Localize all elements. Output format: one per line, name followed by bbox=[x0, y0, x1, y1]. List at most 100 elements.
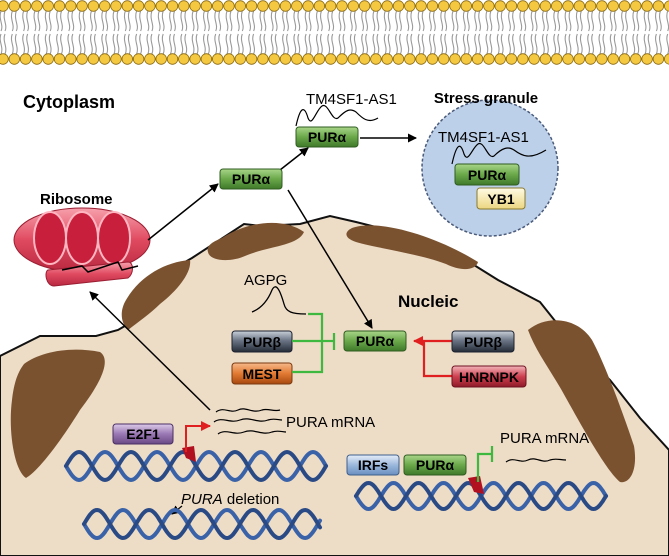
lipid-head bbox=[584, 53, 597, 65]
lipid-head bbox=[19, 53, 32, 65]
lipid-tail bbox=[451, 33, 455, 55]
lipid-head bbox=[336, 53, 348, 65]
lipid-tail bbox=[195, 33, 199, 55]
pura-top-box: PURα bbox=[295, 126, 359, 148]
lipid-tail bbox=[485, 33, 489, 55]
lipid-head bbox=[313, 53, 326, 65]
lipid-tail bbox=[135, 33, 138, 55]
irfs-box: IRFs bbox=[346, 454, 400, 476]
lipid-tail bbox=[519, 33, 523, 55]
lipid-tail bbox=[0, 10, 3, 32]
lipid-head bbox=[155, 53, 167, 65]
lipid-tail bbox=[22, 33, 25, 55]
lipid-tail bbox=[203, 10, 206, 32]
lipid-tail bbox=[229, 10, 233, 32]
lipid-head bbox=[325, 53, 337, 65]
lipid-tail bbox=[214, 10, 218, 32]
ribosome-label: Ribosome bbox=[40, 191, 113, 208]
lipid-tail bbox=[248, 33, 251, 55]
lipid-tail bbox=[60, 10, 63, 32]
lipid-tail bbox=[613, 33, 617, 55]
lipid-tail bbox=[270, 10, 274, 32]
lipid-tail bbox=[225, 33, 229, 55]
lipid-head bbox=[42, 53, 54, 65]
lipid-tail bbox=[591, 33, 594, 55]
lipid-head bbox=[551, 53, 563, 65]
lipid-tail bbox=[252, 10, 255, 32]
lipid-tail bbox=[274, 33, 278, 55]
pura-nucleus-label: PURα bbox=[356, 333, 395, 349]
lipid-tail bbox=[135, 10, 138, 32]
lipid-head bbox=[573, 53, 586, 65]
lipid-tail bbox=[90, 33, 93, 55]
lipid-tail bbox=[508, 33, 511, 55]
lipid-tail bbox=[519, 10, 523, 32]
lipid-head bbox=[584, 0, 597, 12]
lipid-head bbox=[517, 0, 529, 12]
lipid-tail bbox=[598, 33, 602, 55]
lipid-tail bbox=[546, 33, 549, 55]
lipid-head bbox=[257, 53, 269, 65]
lipid-tail bbox=[462, 33, 466, 55]
pura-deletion-word: deletion bbox=[223, 491, 280, 508]
lipid-tail bbox=[542, 33, 545, 55]
lipid-tail bbox=[297, 10, 301, 32]
lipid-tail bbox=[659, 10, 662, 32]
lipid-tail bbox=[263, 10, 267, 32]
lipid-head bbox=[539, 53, 552, 65]
lipid-tail bbox=[10, 33, 14, 55]
lipid-tail bbox=[365, 33, 368, 55]
arrow-mrna-to-ribosome bbox=[89, 291, 211, 411]
lipid-tail bbox=[387, 33, 391, 55]
lipid-tail bbox=[112, 33, 116, 55]
lipid-tail bbox=[546, 10, 549, 32]
pura-mrna-left bbox=[213, 408, 287, 435]
lipid-head bbox=[178, 53, 190, 65]
purb-right-box: PURβ bbox=[451, 330, 515, 353]
lipid-tail bbox=[263, 33, 267, 55]
lipid-head bbox=[65, 53, 77, 65]
lipid-head bbox=[641, 0, 653, 12]
lipid-head bbox=[370, 0, 382, 12]
lipid-tail bbox=[643, 33, 647, 55]
lipid-tail bbox=[587, 33, 590, 55]
lipid-tail bbox=[500, 33, 504, 55]
dna-backbone bbox=[82, 507, 322, 541]
lipid-tail bbox=[587, 10, 590, 32]
lipid-tail bbox=[376, 10, 380, 32]
lipid-tail bbox=[557, 10, 561, 32]
lipid-tail bbox=[474, 33, 477, 55]
lipid-head bbox=[121, 53, 134, 65]
mest-box: MEST bbox=[231, 362, 293, 385]
lipid-head bbox=[155, 0, 167, 12]
lipid-head bbox=[65, 0, 77, 12]
lipid-tail bbox=[365, 10, 368, 32]
lipid-tail bbox=[553, 33, 557, 55]
lipid-tail bbox=[150, 33, 154, 55]
lipid-head bbox=[8, 0, 21, 12]
lipid-tail bbox=[621, 33, 624, 55]
lipid-head bbox=[415, 53, 427, 65]
pura-granule-label: PURα bbox=[468, 167, 507, 183]
lipid-tail bbox=[609, 33, 613, 55]
lipid-head bbox=[132, 53, 145, 65]
lipid-head bbox=[19, 0, 32, 12]
lipid-tail bbox=[26, 10, 29, 32]
dna-backbone bbox=[64, 449, 328, 483]
lipid-tail bbox=[214, 33, 218, 55]
lipid-tail bbox=[523, 33, 527, 55]
lipid-tail bbox=[534, 33, 538, 55]
lipid-head bbox=[426, 53, 439, 65]
dna-backbone bbox=[354, 480, 608, 512]
lipid-head bbox=[245, 0, 258, 12]
lipid-tail bbox=[297, 33, 301, 55]
lipid-head bbox=[268, 0, 280, 12]
lipid-tail bbox=[48, 10, 52, 32]
lipid-head bbox=[223, 0, 235, 12]
lipid-tail bbox=[466, 33, 470, 55]
yb1-label: YB1 bbox=[487, 191, 514, 207]
lipid-tail bbox=[282, 33, 285, 55]
lipid-tail bbox=[609, 10, 613, 32]
lipid-tail bbox=[666, 10, 669, 32]
lipid-tail bbox=[320, 33, 323, 55]
